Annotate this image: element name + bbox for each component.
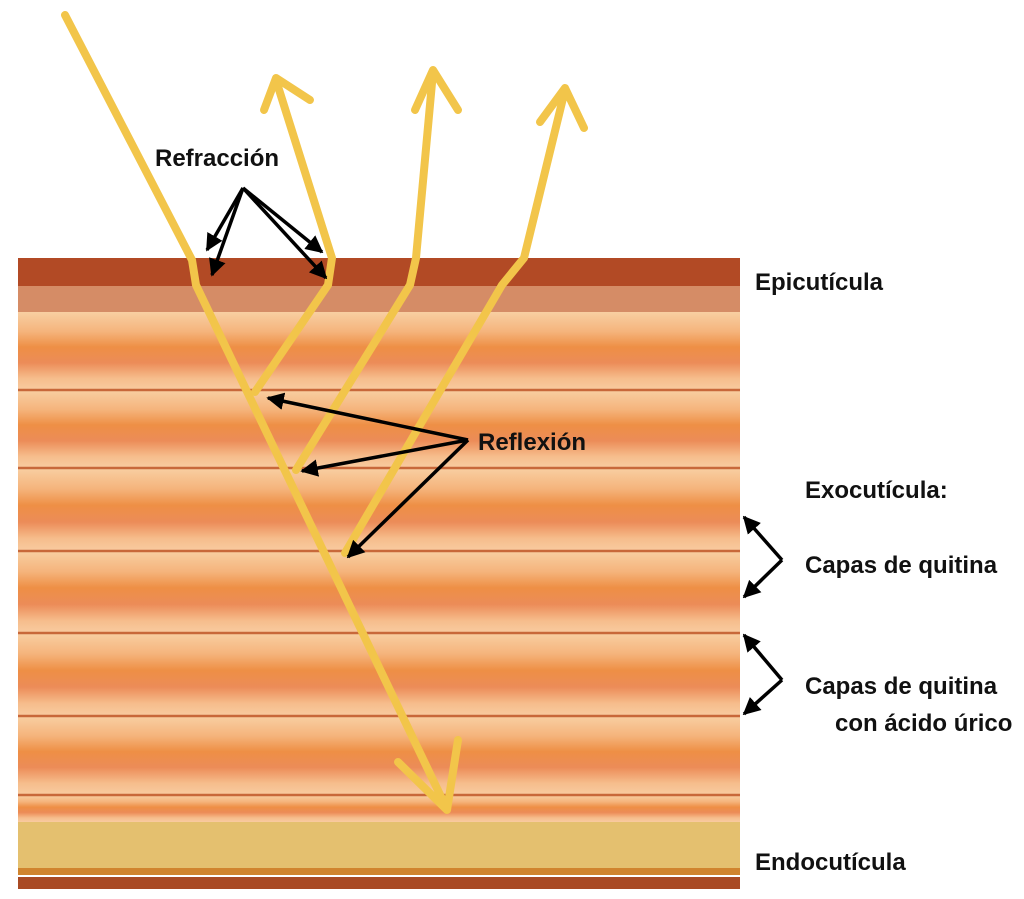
reflection-label: Reflexión (478, 429, 586, 456)
exocuticle-band (18, 716, 740, 795)
transmitted-ray-head (394, 736, 462, 814)
reflected-ray-2 (292, 68, 437, 474)
exocuticle-band (18, 312, 740, 390)
epicuticle-light-layer (18, 286, 740, 312)
reflected-ray-2-head (411, 66, 462, 114)
chitin-layers-label: Capas de quitina (805, 552, 998, 579)
exocuticle-band (18, 551, 740, 633)
refraction-arrow-1 (205, 187, 245, 252)
reflection-arrow-3 (346, 438, 470, 559)
refraction-arrow-3 (241, 186, 324, 254)
bottom-dark-layer (18, 877, 740, 889)
reflected-ray-3-head (536, 84, 588, 132)
reflected-ray-1-head (260, 74, 314, 114)
endocuticle-layer (18, 822, 740, 868)
layer-stack (18, 258, 740, 889)
incident-ray (61, 11, 449, 809)
reflected-ray-1 (251, 76, 336, 396)
refraction-label: Refracción (155, 145, 279, 172)
refraction-arrow-2 (209, 187, 245, 277)
bracket-arrow-1a (742, 515, 784, 562)
reflection-arrow-1 (266, 392, 469, 442)
epicuticle-label: Epicutícula (755, 269, 884, 296)
bottom-orange-layer (18, 868, 740, 875)
bracket-arrow-2a (742, 633, 784, 682)
chitin-uric-label-line2: con ácido úrico (835, 710, 1012, 737)
bracket-arrow-2b (742, 678, 784, 716)
exocuticle-band (18, 795, 740, 822)
annotation-arrows (205, 186, 784, 716)
epicuticle-dark-layer (18, 258, 740, 286)
reflection-arrow-2 (300, 438, 469, 477)
bracket-arrow-1b (742, 558, 784, 599)
refraction-arrow-4 (241, 186, 328, 280)
exocuticle-band (18, 468, 740, 551)
exocuticle-label: Exocutícula: (805, 477, 948, 504)
chitin-uric-label-line1: Capas de quitina (805, 673, 998, 700)
light-rays (61, 11, 588, 814)
labels: Refracción Reflexión Epicutícula Exocutí… (155, 145, 1012, 876)
endocuticle-label: Endocutícula (755, 849, 906, 876)
reflected-ray-3 (341, 86, 569, 557)
exocuticle-bands (18, 312, 740, 822)
